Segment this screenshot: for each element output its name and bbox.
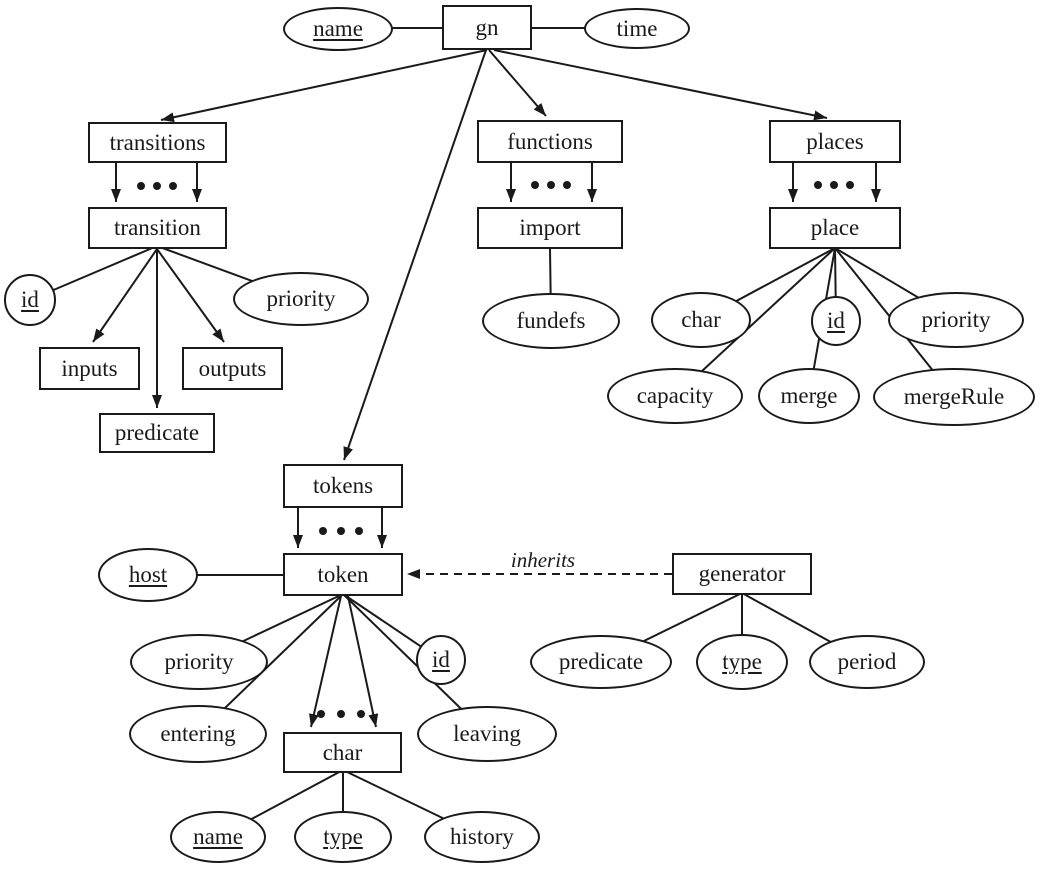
attr-generator-period-label: period xyxy=(837,649,897,674)
attr-place-priority-label: priority xyxy=(921,307,991,332)
edge-gn-functions xyxy=(488,49,547,117)
attr-char-type: type xyxy=(294,811,392,863)
entity-token-label: token xyxy=(317,561,369,587)
entity-outputs-label: outputs xyxy=(198,355,267,381)
attr-import-fundefs-label: fundefs xyxy=(516,308,586,333)
attr-place-merge-label: merge xyxy=(780,383,838,408)
entity-char-label: char xyxy=(322,739,363,765)
attr-place-capacity: capacity xyxy=(607,368,743,424)
entity-places-label: places xyxy=(806,128,864,154)
attr-char-history: history xyxy=(424,811,540,863)
entity-predicate-label: predicate xyxy=(114,420,200,445)
entity-place-label: place xyxy=(810,215,860,240)
entity-outputs: outputs xyxy=(182,347,283,390)
attr-token-entering-label: entering xyxy=(160,721,236,746)
entity-transition: transition xyxy=(88,207,227,249)
edge-token-char-right xyxy=(347,595,379,728)
attr-token-host: host xyxy=(98,548,198,602)
edge-transition-inputs xyxy=(92,248,158,343)
attr-token-leaving-label: leaving xyxy=(453,721,521,746)
attr-place-merge: merge xyxy=(758,368,860,424)
attr-import-fundefs: fundefs xyxy=(482,293,620,349)
attr-gn-name-label: name xyxy=(313,16,363,41)
attr-place-char: char xyxy=(651,292,751,348)
entity-token: token xyxy=(283,553,403,596)
entity-functions-label: functions xyxy=(507,128,593,154)
attr-char-history-label: history xyxy=(450,824,514,849)
edge-gn-tokens xyxy=(343,49,487,461)
attr-token-entering: entering xyxy=(129,705,267,763)
dots-transitions xyxy=(137,182,145,190)
edge-transition-outputs xyxy=(156,248,225,343)
entity-gn-label: gn xyxy=(475,14,499,40)
entity-place: place xyxy=(769,207,901,249)
entity-tokens: tokens xyxy=(283,464,403,508)
attr-generator-predicate: predicate xyxy=(530,635,672,689)
entity-generator-label: generator xyxy=(698,561,786,586)
attr-token-priority-label: priority xyxy=(164,649,234,674)
attr-gn-time: time xyxy=(584,8,690,49)
edge-gn-places xyxy=(493,49,828,121)
attr-token-id: id xyxy=(416,635,466,685)
dots-tokens xyxy=(319,527,327,535)
attr-place-priority: priority xyxy=(888,292,1024,348)
attr-place-capacity-label: capacity xyxy=(636,383,714,408)
entity-import: import xyxy=(477,207,623,249)
dots-token-char xyxy=(317,710,325,718)
attr-transition-priority: priority xyxy=(233,272,369,326)
entity-gn: gn xyxy=(442,5,532,50)
entity-tokens-label: tokens xyxy=(312,473,374,498)
entity-predicate: predicate xyxy=(99,413,215,453)
multiplicity-dots xyxy=(137,181,854,718)
attr-generator-type: type xyxy=(696,634,788,690)
attr-char-name: name xyxy=(170,811,266,863)
entity-functions: functions xyxy=(477,120,623,163)
attr-char-name-label: name xyxy=(193,824,243,849)
dots-places xyxy=(814,181,822,189)
attr-generator-predicate-label: predicate xyxy=(558,649,644,674)
entity-transitions: transitions xyxy=(88,122,227,163)
attr-gn-time-label: time xyxy=(616,15,658,41)
attr-place-id: id xyxy=(811,296,861,346)
entity-transition-label: transition xyxy=(114,215,201,240)
inherits-edge-label: inherits xyxy=(510,548,576,572)
attr-transition-id: id xyxy=(4,274,56,326)
entity-char: char xyxy=(283,732,402,773)
dots-functions xyxy=(531,181,539,189)
attr-place-char-label: char xyxy=(681,307,721,332)
entity-transitions-label: transitions xyxy=(109,129,206,155)
attr-token-id-label: id xyxy=(432,647,450,672)
attr-place-mergerule: mergeRule xyxy=(873,368,1035,426)
entity-places: places xyxy=(769,120,901,163)
attr-char-type-label: type xyxy=(323,824,363,849)
attr-generator-period: period xyxy=(809,635,925,689)
attr-transition-id-label: id xyxy=(21,287,39,312)
attr-place-id-label: id xyxy=(827,308,845,333)
edge-token-char-left xyxy=(309,595,342,728)
edge-gn-transitions xyxy=(160,49,488,123)
entity-inputs: inputs xyxy=(39,347,140,390)
attr-place-mergerule-label: mergeRule xyxy=(903,384,1005,409)
entity-generator: generator xyxy=(672,553,812,595)
attr-transition-priority-label: priority xyxy=(266,286,336,311)
attr-gn-name: name xyxy=(283,7,393,51)
entity-inputs-label: inputs xyxy=(61,355,118,381)
attr-token-leaving: leaving xyxy=(417,706,557,762)
attr-token-priority: priority xyxy=(130,634,268,690)
attr-generator-type-label: type xyxy=(722,649,762,674)
attr-token-host-label: host xyxy=(128,562,168,587)
entity-import-label: import xyxy=(519,215,581,240)
